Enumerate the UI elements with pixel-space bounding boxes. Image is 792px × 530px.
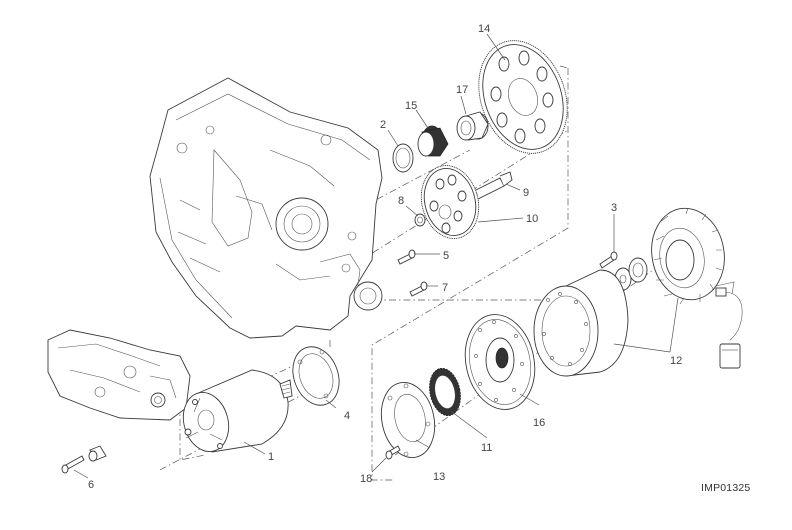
callout-8: 8	[398, 195, 404, 207]
callout-13: 13	[433, 471, 445, 483]
part-8-nut	[414, 213, 426, 227]
callout-5: 5	[443, 250, 449, 262]
part-2-washer	[392, 143, 414, 173]
callout-4: 4	[344, 410, 350, 422]
callout-14: 14	[478, 23, 490, 35]
callout-1: 1	[268, 451, 274, 463]
part-6-screw	[61, 455, 85, 474]
part-11-freewheel	[429, 367, 461, 417]
callout-7: 7	[442, 282, 448, 294]
callout-15: 15	[405, 100, 417, 112]
crankcase-partial	[47, 329, 191, 421]
callout-9: 9	[523, 187, 529, 199]
stator-bearing	[628, 257, 648, 283]
part-15-needle-bearing	[417, 125, 449, 157]
spacer	[88, 445, 107, 462]
callout-12: 12	[670, 355, 682, 367]
part-3-screw	[599, 251, 618, 269]
part-17-bushing	[456, 111, 489, 141]
part-5-screw	[397, 249, 416, 265]
crankcase-half	[149, 77, 383, 339]
callout-16: 16	[533, 417, 545, 429]
callout-3: 3	[611, 202, 617, 214]
part-12-stator	[651, 207, 743, 369]
callout-2: 2	[380, 119, 386, 131]
part-14-starter-gear	[478, 40, 568, 154]
part-4-gasket	[292, 346, 340, 406]
callout-18: 18	[360, 473, 372, 485]
part-12-rotor	[533, 269, 629, 377]
part-10-idler-gear	[420, 165, 480, 239]
part-13-plate	[380, 381, 436, 459]
part-1-starter-motor	[182, 369, 293, 453]
callout-6: 6	[88, 479, 94, 491]
callout-labels: 14 17 15 2 9 10 8 5 7 3 12 16 11 13 18 4…	[88, 23, 682, 491]
callout-11: 11	[481, 442, 492, 454]
callout-10: 10	[526, 213, 538, 225]
part-7-screw	[409, 281, 428, 297]
part-16-flywheel-hub	[464, 314, 536, 410]
diagram-reference-code: IMP01325	[701, 482, 751, 494]
leader-lines	[73, 33, 679, 479]
part-18-screw	[385, 445, 401, 460]
callout-17: 17	[456, 84, 468, 96]
